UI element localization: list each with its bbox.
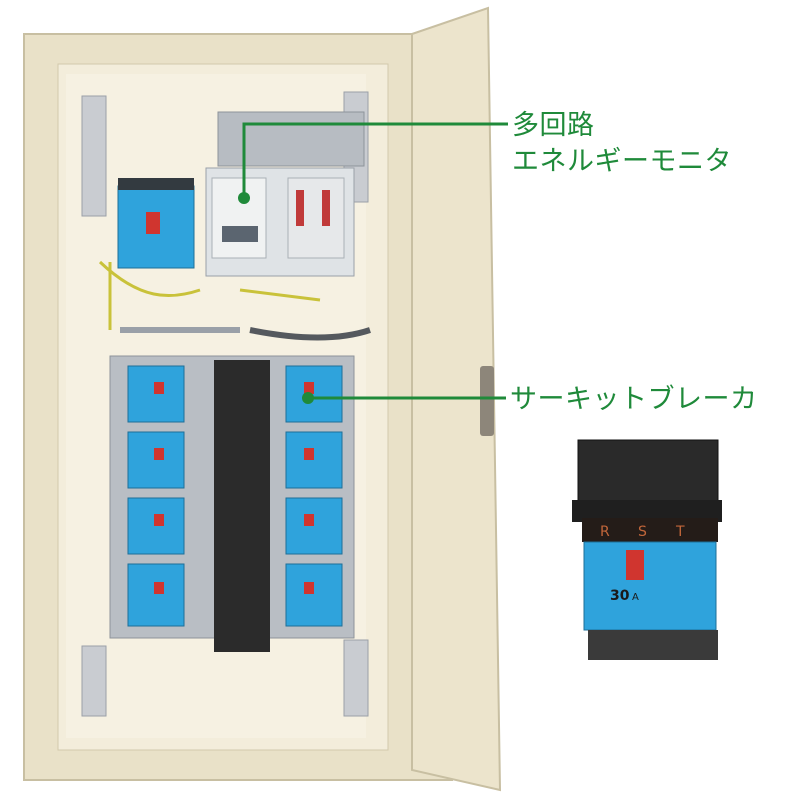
callout-monitor-pointer bbox=[238, 122, 508, 204]
breaker-rating-unit: A bbox=[632, 592, 639, 603]
energy-monitor-callout: 多回路 エネルギーモニタ bbox=[512, 108, 732, 180]
branch-breaker-panel bbox=[109, 355, 355, 652]
main-breaker bbox=[117, 178, 195, 269]
energy-monitor-callout-line2: エネルギーモニタ bbox=[512, 146, 732, 177]
circuit-breaker-closeup: R S T 30 A bbox=[572, 439, 722, 660]
phase-label-s: S bbox=[638, 524, 647, 540]
energy-monitor-unit bbox=[205, 111, 365, 277]
phase-label-t: T bbox=[675, 524, 685, 540]
energy-monitor-callout-line1: 多回路 bbox=[512, 110, 595, 141]
wiring bbox=[98, 260, 371, 341]
callout-breaker-pointer bbox=[302, 392, 506, 404]
phase-label-r: R bbox=[600, 524, 610, 540]
breaker-rating: 30 bbox=[610, 588, 630, 604]
circuit-breaker-callout: サーキットブレーカ bbox=[510, 384, 758, 415]
